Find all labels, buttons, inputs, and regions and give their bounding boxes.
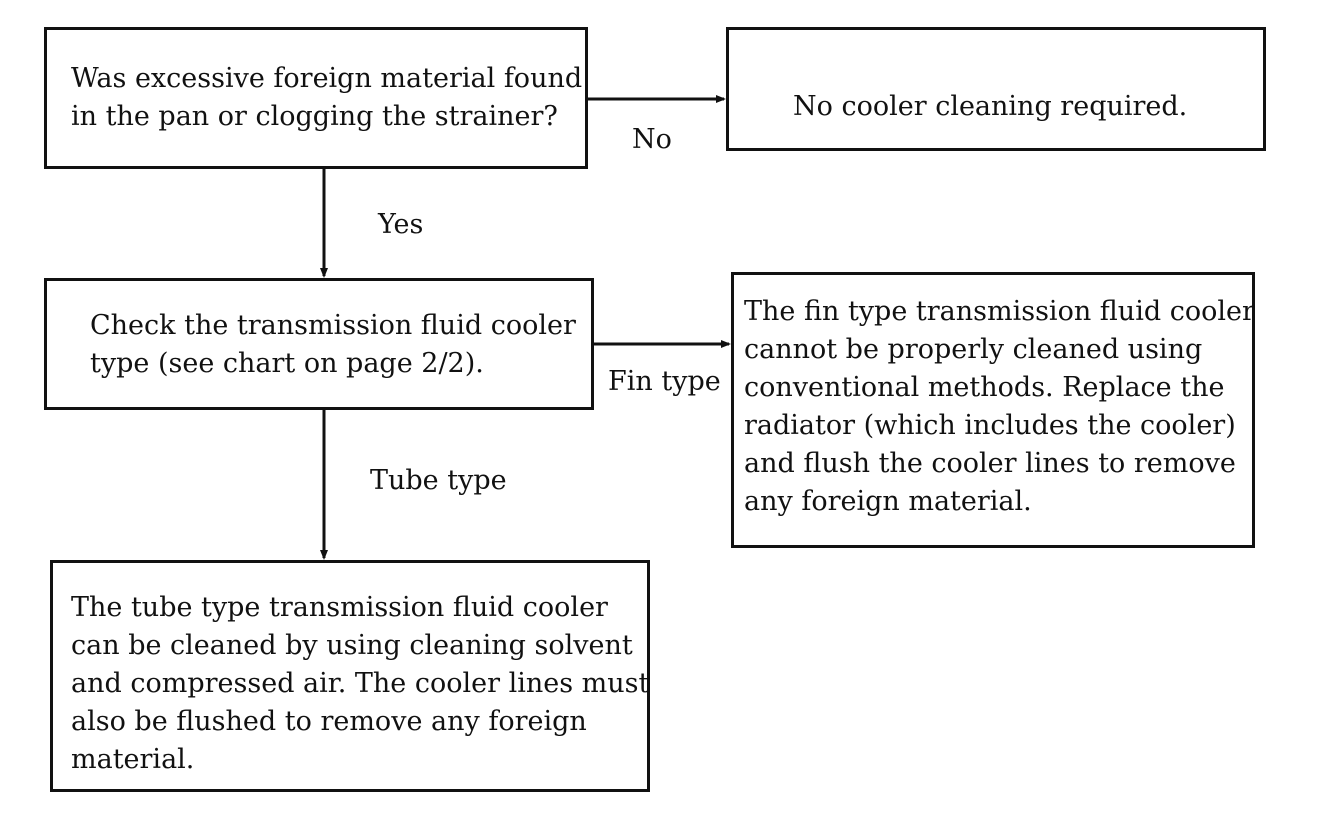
fin-type-line-6: any foreign material. bbox=[744, 486, 1032, 517]
tube-type-line-2: can be cleaned by using cleaning solvent bbox=[71, 630, 633, 661]
fin-type-line-3: conventional methods. Replace the bbox=[744, 372, 1225, 403]
edge-label-tube-type: Tube type bbox=[370, 465, 507, 496]
tube-type-line-4: also be flushed to remove any foreign bbox=[71, 706, 587, 737]
question-box: Was excessive foreign material found in … bbox=[44, 27, 588, 169]
tube-type-line-1: The tube type transmission fluid cooler bbox=[71, 592, 608, 623]
tube-type-line-5: material. bbox=[71, 744, 195, 775]
edge-label-fin-type: Fin type bbox=[608, 366, 721, 397]
edge-label-yes: Yes bbox=[378, 209, 424, 240]
check-type-box: Check the transmission fluid cooler type… bbox=[44, 278, 594, 410]
check-type-line-1: Check the transmission fluid cooler bbox=[90, 310, 576, 341]
question-line-2: in the pan or clogging the strainer? bbox=[71, 101, 558, 132]
no-cleaning-box: No cooler cleaning required. bbox=[726, 27, 1266, 151]
fin-type-line-4: radiator (which includes the cooler) bbox=[744, 410, 1236, 441]
fin-type-line-1: The fin type transmission fluid cooler bbox=[744, 296, 1255, 327]
tube-type-box: The tube type transmission fluid cooler … bbox=[50, 560, 650, 792]
edge-label-no: No bbox=[632, 124, 672, 155]
question-line-1: Was excessive foreign material found bbox=[71, 63, 583, 94]
no-cleaning-line-1: No cooler cleaning required. bbox=[793, 91, 1188, 122]
tube-type-line-3: and compressed air. The cooler lines mus… bbox=[71, 668, 650, 699]
fin-type-line-5: and flush the cooler lines to remove bbox=[744, 448, 1236, 479]
fin-type-box: The fin type transmission fluid cooler c… bbox=[731, 272, 1255, 548]
check-type-line-2: type (see chart on page 2/2). bbox=[90, 348, 484, 379]
fin-type-line-2: cannot be properly cleaned using bbox=[744, 334, 1203, 365]
